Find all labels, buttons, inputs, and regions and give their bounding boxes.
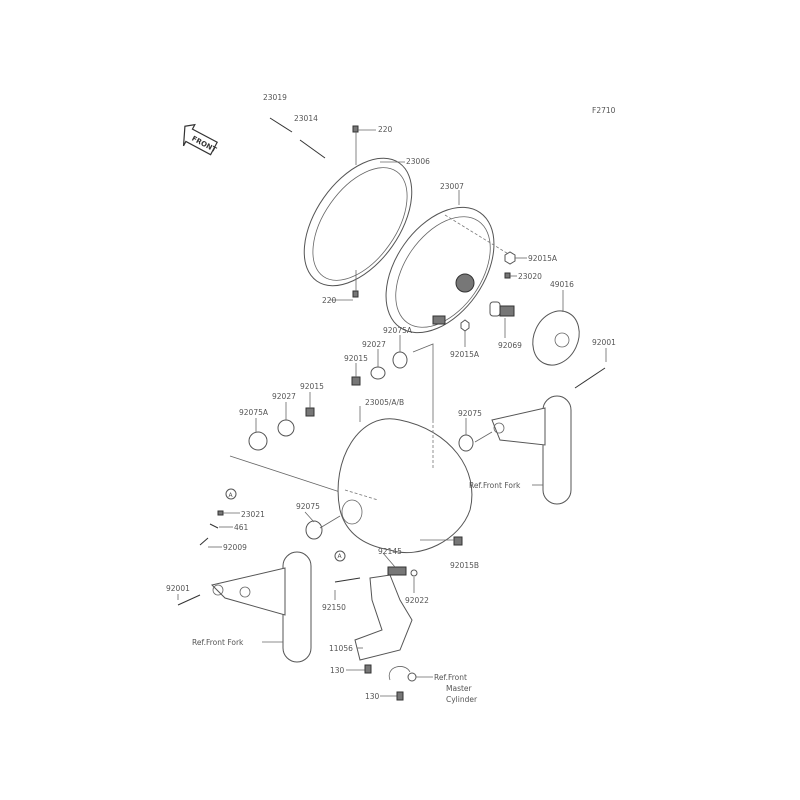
label-92075-left: 92075: [296, 502, 320, 511]
headlight-bulb: [489, 301, 515, 338]
label-49016: 49016: [550, 280, 574, 289]
label-92009: 92009: [223, 543, 247, 552]
label-220-bottom: 220: [322, 296, 337, 305]
label-92001-right: 92001: [592, 338, 616, 347]
label-92150: 92150: [322, 603, 346, 612]
marker-a-top: A: [229, 492, 234, 499]
label-ref-master-line3: Cylinder: [446, 695, 478, 704]
diagram-code: F2710: [592, 106, 616, 115]
bolt-right: [574, 367, 606, 389]
front-arrow-icon: FRONT: [182, 123, 218, 156]
label-11056: 11056: [329, 644, 353, 653]
label-23007: 23007: [440, 182, 464, 191]
label-23014: 23014: [294, 114, 318, 123]
front-fork-right: [458, 395, 572, 505]
small-hardware-left: [199, 488, 346, 562]
label-ref-front-fork-left: Ref.Front Fork: [192, 638, 244, 647]
label-130-top: 130: [330, 666, 345, 675]
label-92022: 92022: [405, 596, 429, 605]
label-92015-right: 92015: [344, 354, 368, 363]
label-92015-left: 92015: [300, 382, 324, 391]
mount-hardware-right: [229, 335, 434, 493]
bulb-cover: [532, 290, 580, 366]
label-23019: 23019: [263, 93, 287, 102]
label-92015B: 92015B: [450, 561, 479, 570]
headlight-housing: [337, 406, 473, 554]
marker-a-bottom: A: [338, 553, 343, 560]
label-92027-left: 92027: [272, 392, 296, 401]
label-23020: 23020: [518, 272, 542, 281]
label-92075A-right: 92075A: [383, 326, 413, 335]
label-220-top: 220: [378, 125, 393, 134]
label-ref-master-line2: Master: [446, 684, 473, 693]
label-ref-front-fork-right: Ref.Front Fork: [469, 481, 521, 490]
label-ref-master-line1: Ref.Front: [434, 673, 467, 682]
label-92145: 92145: [378, 547, 402, 556]
label-23021: 23021: [241, 510, 265, 519]
headlight-rim: [269, 117, 413, 301]
label-92069: 92069: [498, 341, 522, 350]
lower-bracket: [334, 536, 463, 701]
label-461: 461: [234, 523, 249, 532]
label-92075A-left: 92075A: [239, 408, 269, 417]
label-92027-right: 92027: [362, 340, 386, 349]
label-92015A-top: 92015A: [528, 254, 558, 263]
label-92001-left: 92001: [166, 584, 190, 593]
label-92075-right: 92075: [458, 409, 482, 418]
label-23006: 23006: [406, 157, 430, 166]
headlight-unit: [385, 190, 527, 347]
front-fork-left: [177, 511, 341, 663]
label-23005: 23005/A/B: [365, 398, 404, 407]
label-130-bottom: 130: [365, 692, 380, 701]
label-92015A-bottom: 92015A: [450, 350, 480, 359]
